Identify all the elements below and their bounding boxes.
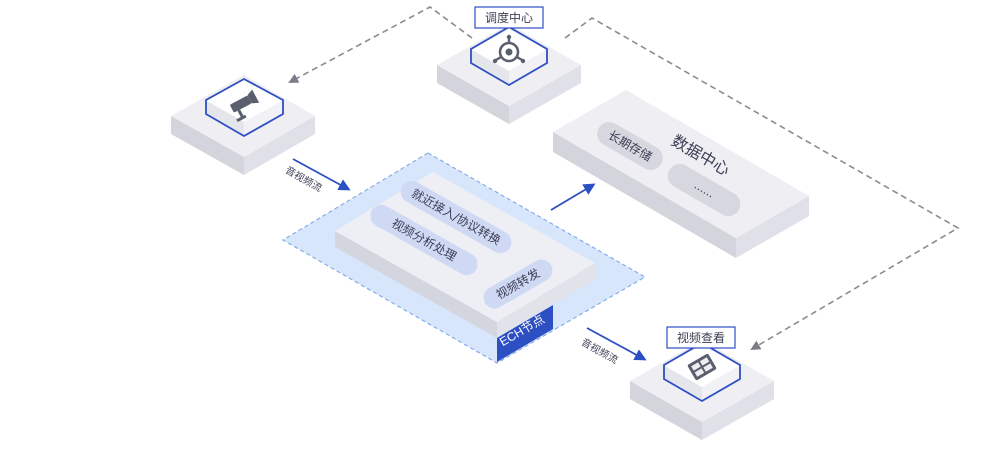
ech-node-tag-shape	[497, 305, 553, 362]
av-stream-in-label: 音视频流	[283, 163, 324, 194]
dispatch-cube-left	[472, 50, 509, 83]
flow-arrows	[292, 158, 647, 361]
camera-node	[171, 75, 315, 175]
ech-to-viewer-arrow	[586, 327, 647, 361]
video-view-label: 视频查看	[677, 330, 725, 345]
dispatch-to-viewer-dashed-arrow	[564, 17, 960, 351]
camera-cube-left	[207, 101, 244, 134]
dispatch-center-tag-box	[474, 6, 544, 29]
dispatch-cube-right	[509, 50, 546, 83]
av-stream-out-label: 音视频流	[579, 335, 620, 366]
dispatch-center-node	[437, 24, 581, 124]
dispatch-box-right-face	[509, 65, 581, 124]
dispatch-center-tag: 调度中心	[474, 6, 544, 29]
ech-platform-left-face	[335, 231, 497, 338]
data-center-node: 数据中心 长期存储 ......	[553, 90, 809, 258]
dashed-connectors	[288, 6, 960, 351]
viewer-box-right-face	[702, 381, 774, 440]
video-forward-pill	[483, 259, 553, 309]
dispatch-hex-outline	[470, 25, 548, 87]
video-viewer-icon	[687, 353, 717, 381]
nearby-access-pill	[400, 180, 512, 254]
camera-cube-right	[244, 101, 282, 134]
data-center-left-face	[553, 132, 736, 258]
ech-to-data-center-arrow	[550, 183, 596, 211]
viewer-box-left-face	[630, 381, 702, 440]
data-center-right-face	[736, 196, 809, 258]
viewer-hex-outline	[663, 341, 741, 403]
ech-platform: 就近接入/协议转换 视频分析处理 视频转发	[335, 172, 595, 338]
security-camera-icon	[230, 89, 260, 123]
data-more-pill	[667, 164, 741, 216]
video-viewer-node	[630, 340, 774, 440]
video-view-tag-box	[666, 326, 736, 349]
dispatch-to-camera-dashed-arrow	[288, 6, 473, 83]
camera-hex-outline	[205, 77, 284, 138]
dispatch-hub-icon	[492, 34, 526, 64]
ech-platform-right-face	[497, 263, 595, 338]
video-analysis-pill	[370, 204, 478, 276]
dispatch-center-label: 调度中心	[485, 10, 533, 25]
camera-to-ech-arrow	[292, 158, 351, 191]
dispatch-box-left-face	[437, 65, 509, 124]
viewer-cube-right	[702, 366, 739, 399]
camera-box-left-face	[171, 116, 244, 175]
video-view-tag: 视频查看	[666, 326, 736, 349]
viewer-cube-left	[665, 366, 702, 399]
long-term-storage-pill	[597, 122, 663, 170]
camera-box-right-face	[244, 116, 315, 175]
